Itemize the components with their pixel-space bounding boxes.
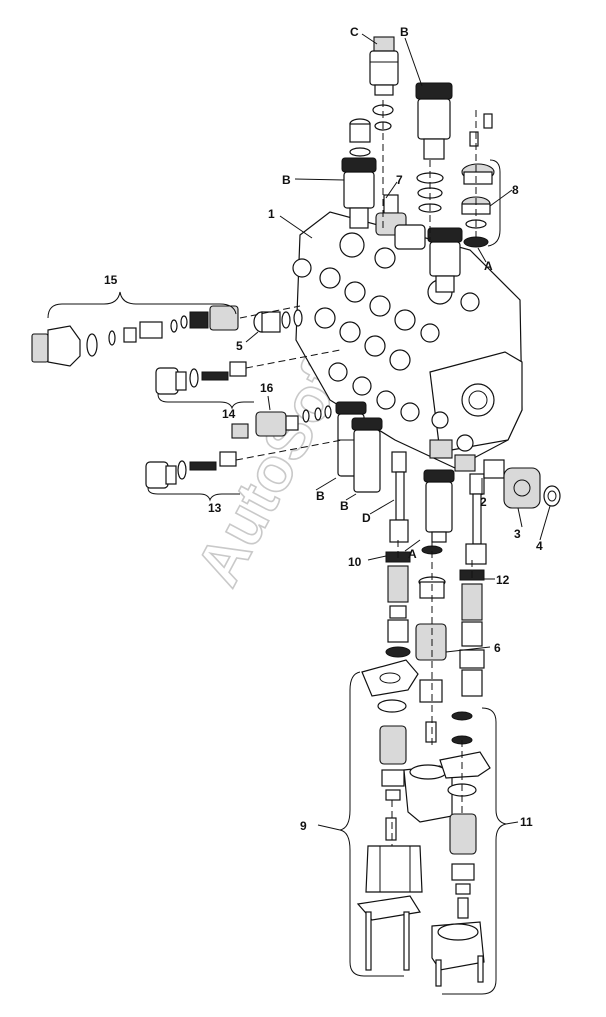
label-8: 8 <box>512 183 519 197</box>
label-15: 15 <box>104 273 118 287</box>
label-5: 5 <box>236 339 243 353</box>
label-10: 10 <box>348 555 362 569</box>
cartridge-b-low2 <box>351 417 383 493</box>
label-9: 9 <box>300 819 307 833</box>
label-b-low1: B <box>316 489 325 503</box>
group-9 <box>356 659 423 971</box>
spool-2 <box>465 473 487 565</box>
label-d: D <box>362 511 371 525</box>
label-b-left: B <box>282 173 291 187</box>
spool-d <box>389 451 409 543</box>
assembly-15 <box>31 305 239 367</box>
cartridge-b-left <box>341 157 377 229</box>
spool-assembly-10 <box>385 551 411 658</box>
spring-6 <box>415 545 447 743</box>
label-6: 6 <box>494 641 501 655</box>
nut-4 <box>543 485 561 507</box>
spool-assembly-12 <box>459 569 485 697</box>
bracket-15 <box>47 291 237 319</box>
assembly-8 <box>461 113 495 248</box>
plug-top <box>349 118 371 157</box>
label-a-low: A <box>408 547 417 561</box>
bracket-14 <box>157 393 254 410</box>
label-b-low2: B <box>340 499 349 513</box>
leader-lines <box>245 33 551 831</box>
bracket-11 <box>442 707 507 995</box>
plug-5 <box>253 309 303 333</box>
label-16: 16 <box>260 381 274 395</box>
label-3: 3 <box>514 527 521 541</box>
assembly-14 <box>155 361 247 395</box>
label-14: 14 <box>222 407 236 421</box>
label-a-top: A <box>484 259 493 273</box>
bracket-9 <box>339 671 404 977</box>
valve-7 <box>375 194 426 250</box>
assembly-13 <box>145 451 237 489</box>
cap-center <box>403 764 453 823</box>
label-13: 13 <box>208 501 222 515</box>
label-c: C <box>350 25 359 39</box>
solenoid-3 <box>483 459 541 509</box>
group-11 <box>431 711 491 987</box>
cartridge-b-top <box>415 82 453 213</box>
cartridge-c <box>369 36 399 131</box>
label-1: 1 <box>268 207 275 221</box>
assembly-axis-lines <box>235 100 477 846</box>
label-7: 7 <box>396 173 403 187</box>
label-2: 2 <box>480 495 487 509</box>
bracket-13 <box>147 487 240 502</box>
callout-labels: C B B 7 1 8 A 15 5 16 14 B B 2 13 D 3 4 … <box>104 25 543 833</box>
cartridge-b-right <box>427 227 463 293</box>
bracket-8 <box>487 159 501 247</box>
label-12: 12 <box>496 573 510 587</box>
label-4: 4 <box>536 539 543 553</box>
label-11: 11 <box>520 815 533 829</box>
label-b-top: B <box>400 25 409 39</box>
assembly-16 <box>231 405 332 439</box>
cartridge-a-low <box>423 469 455 543</box>
